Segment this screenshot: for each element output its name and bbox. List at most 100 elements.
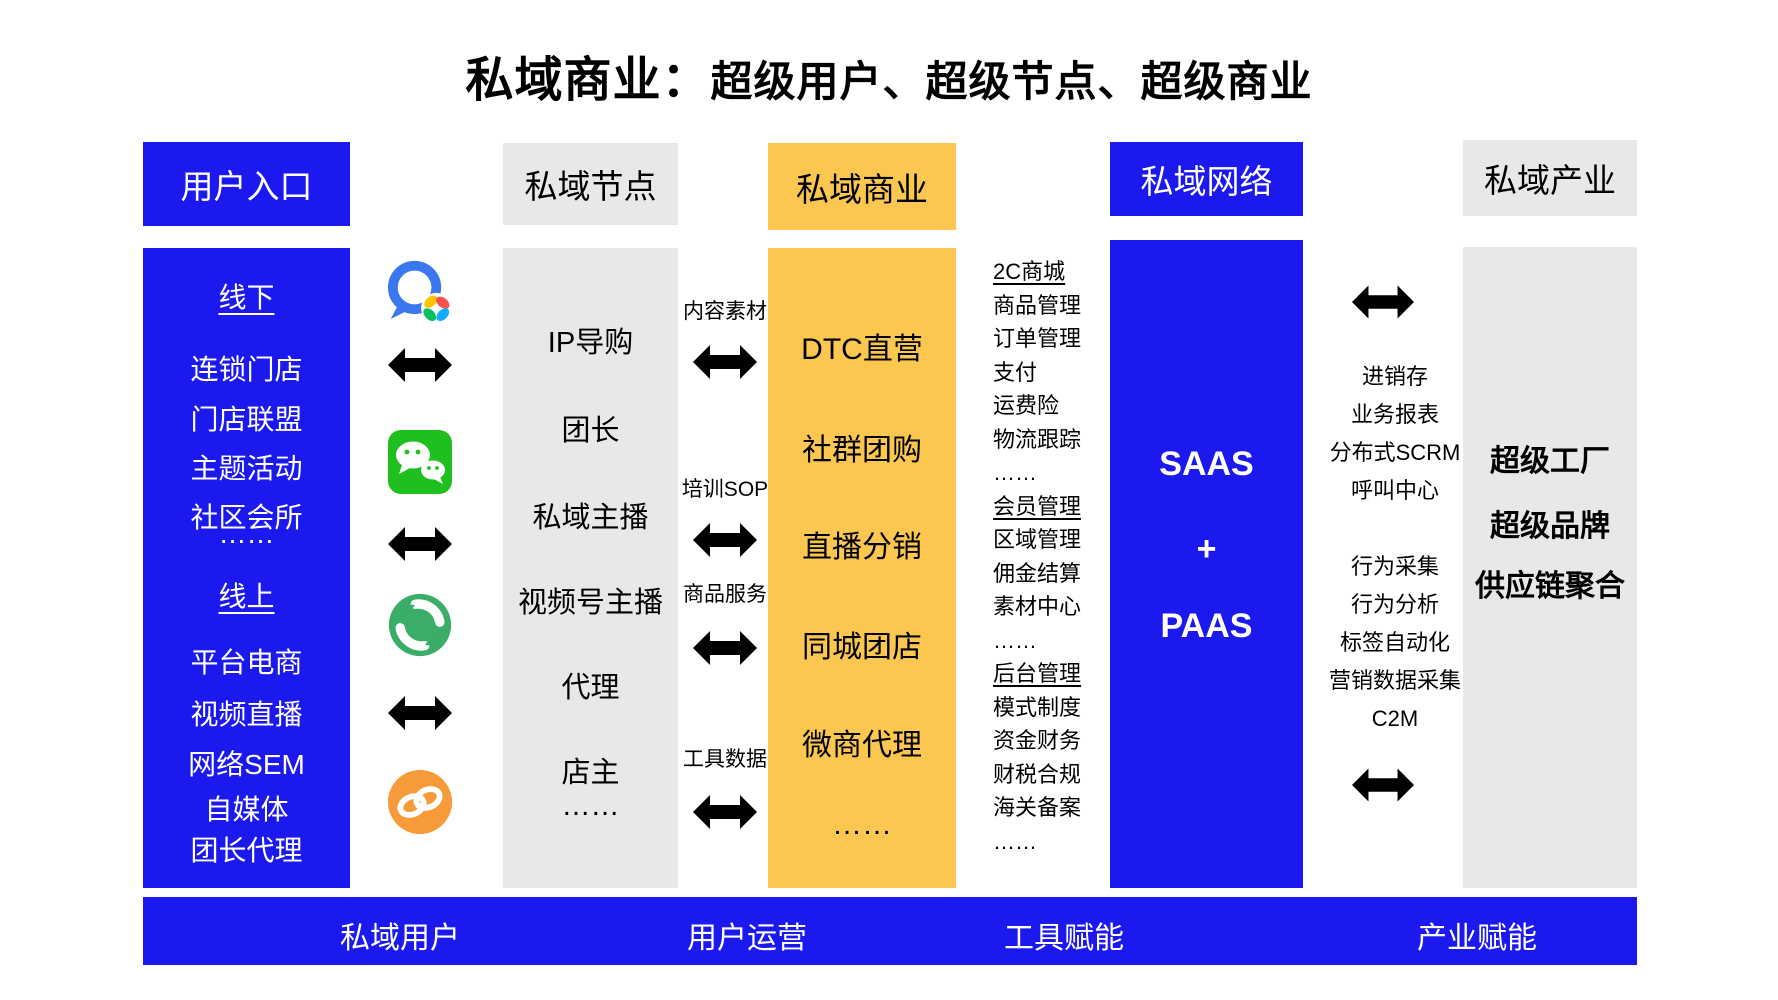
header-network: 私域网络 — [1110, 142, 1303, 216]
network-service: 业务报表 — [1350, 402, 1439, 427]
entry-item: 视频直播 — [190, 699, 303, 730]
header-commerce-label: 私域商业 — [796, 170, 928, 208]
wechat-icon — [386, 428, 454, 496]
tools-item: 海关备案 — [993, 795, 1082, 820]
commerce-item: 同城团店 — [802, 631, 922, 664]
double-arrow-icon — [693, 520, 757, 560]
double-arrow-icon — [388, 345, 452, 385]
header-commerce: 私域商业 — [768, 143, 956, 230]
network-saas-label: SAAS — [1159, 445, 1254, 483]
commerce-item: …… — [832, 808, 892, 841]
node-item: IP导购 — [547, 327, 634, 359]
entry-item: 连锁门店 — [190, 354, 303, 385]
double-arrow-icon — [1352, 765, 1414, 805]
network-plus-label: + — [1196, 530, 1217, 568]
network-service: 呼叫中心 — [1350, 478, 1439, 503]
commerce-item: 微商代理 — [802, 729, 922, 762]
green-swirl-icon — [387, 592, 453, 658]
tools-item: 支付 — [993, 359, 1038, 385]
network-service: 行为采集 — [1350, 554, 1439, 579]
node-item: 私域主播 — [532, 502, 649, 534]
network-service: 行为分析 — [1350, 592, 1439, 617]
entry-item: 团长代理 — [190, 835, 303, 866]
tools-item: …… — [993, 460, 1037, 485]
bottom-bar-label: 工具赋能 — [1004, 922, 1124, 955]
network-services-gap — [1322, 510, 1468, 548]
tools-item: 运费险 — [993, 393, 1060, 418]
bottom-bar-label: 私域用户 — [340, 922, 460, 955]
wechat-channels-icon — [386, 768, 454, 836]
tools-item: 素材中心 — [993, 594, 1082, 619]
network-column-box — [1110, 240, 1303, 888]
industry-item: 供应链聚合 — [1475, 570, 1625, 603]
network-service: 营销数据采集 — [1328, 668, 1461, 693]
bottom-bar: 私域用户 用户运营 工具赋能 产业赋能 — [143, 897, 1637, 965]
entry-column-box — [143, 248, 350, 888]
network-service: 分布式SCRM — [1329, 440, 1461, 465]
double-arrow-icon — [693, 792, 757, 832]
bottom-bar-label: 用户运营 — [687, 922, 807, 955]
wecom-icon — [382, 256, 458, 332]
industry-column-box — [1463, 247, 1637, 888]
tools-item: 订单管理 — [993, 326, 1082, 351]
node-item: 代理 — [561, 672, 620, 704]
tools-item: 佣金结算 — [993, 560, 1082, 586]
page-title: 私域商业：超级用户、超级节点、超级商业 — [0, 40, 1778, 110]
entry-item: 网络SEM — [188, 749, 305, 780]
header-entry: 用户入口 — [143, 142, 350, 226]
tools-item: 模式制度 — [993, 694, 1082, 720]
flow-label: 商品服务 — [683, 583, 767, 606]
network-service: 进销存 — [1361, 364, 1428, 389]
tools-item: 资金财务 — [993, 728, 1082, 753]
page-title-rest: 超级用户、超级节点、超级商业 — [710, 58, 1313, 105]
page-title-prefix: 私域商业： — [465, 54, 711, 107]
commerce-item: DTC直营 — [801, 333, 923, 366]
header-network-label: 私域网络 — [1140, 163, 1273, 200]
entry-item: …… — [218, 518, 275, 549]
industry-item: 超级工厂 — [1490, 445, 1610, 478]
entry-item: 平台电商 — [190, 647, 303, 678]
tools-item: …… — [993, 627, 1037, 653]
tools-item: 财税合规 — [993, 761, 1082, 787]
node-item: 店主 — [561, 757, 620, 789]
node-item: 视频号主播 — [517, 587, 663, 619]
double-arrow-icon — [693, 342, 757, 382]
header-entry-label: 用户入口 — [180, 168, 313, 205]
network-paas-label: PAAS — [1160, 607, 1253, 645]
double-arrow-icon — [1352, 282, 1414, 322]
tools-item: 区域管理 — [993, 527, 1082, 552]
network-services-panel: 进销存 业务报表 分布式SCRM 呼叫中心 行为采集 行为分析 标签自动化 营销… — [1322, 358, 1468, 738]
entry-item: 线下 — [218, 282, 275, 313]
bottom-bar-label: 产业赋能 — [1417, 922, 1537, 955]
commerce-column-box — [768, 248, 956, 888]
tools-group-header: 会员管理 — [993, 493, 1082, 519]
header-node-label: 私域节点 — [524, 168, 657, 205]
network-service: 标签自动化 — [1339, 630, 1450, 655]
commerce-item: 直播分销 — [802, 531, 922, 564]
entry-item: 自媒体 — [204, 794, 289, 825]
header-industry: 私域产业 — [1463, 140, 1637, 216]
tools-item: 物流跟踪 — [993, 426, 1082, 452]
tools-item: 商品管理 — [993, 292, 1082, 318]
entry-item: 社区会所 — [190, 502, 303, 533]
flow-label: 工具数据 — [683, 748, 767, 771]
header-node: 私域节点 — [503, 143, 678, 225]
node-item: …… — [561, 790, 620, 822]
entry-item: 门店联盟 — [190, 404, 303, 435]
commerce-item: 社群团购 — [802, 434, 922, 467]
entry-item: 线上 — [218, 581, 275, 612]
node-column-box — [503, 248, 678, 888]
network-service: C2M — [1371, 706, 1419, 731]
node-item: 团长 — [561, 415, 620, 447]
tools-panel: 2C商城 商品管理 订单管理 支付 运费险 物流跟踪 …… 会员管理 区域管理 … — [993, 255, 1133, 858]
flow-label: 培训SOP — [681, 478, 769, 501]
double-arrow-icon — [388, 524, 452, 564]
flow-label: 内容素材 — [683, 300, 767, 323]
double-arrow-icon — [388, 693, 452, 733]
header-industry-label: 私域产业 — [1484, 162, 1616, 199]
tools-group-header: 2C商城 — [993, 259, 1066, 284]
tools-item: …… — [993, 828, 1037, 854]
entry-item: 主题活动 — [190, 453, 303, 484]
tools-group-header: 后台管理 — [993, 661, 1082, 686]
